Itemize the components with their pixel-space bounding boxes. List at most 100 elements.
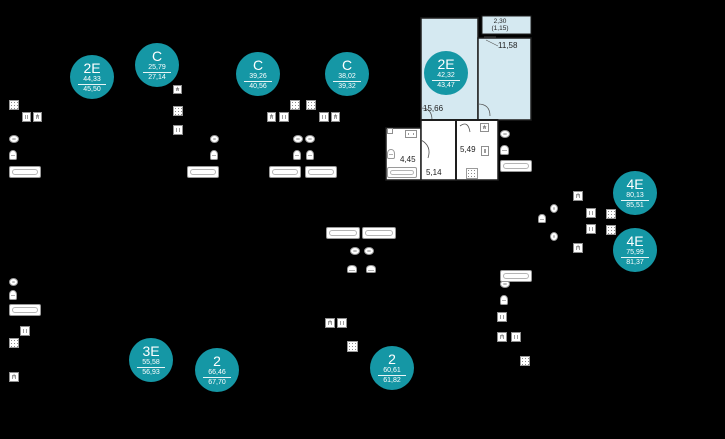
washer-icon	[279, 112, 289, 122]
apartment-type: C	[341, 57, 353, 73]
apartment-badge[interactable]: C 39,26 40,56	[236, 52, 280, 96]
toilet-icon	[538, 214, 546, 223]
sink-icon	[364, 247, 374, 255]
toilet-icon	[9, 290, 17, 300]
area-divider	[244, 81, 272, 82]
area-total: 60,61	[383, 367, 401, 374]
sink-icon	[305, 135, 315, 143]
apartment-badge[interactable]: 3E 55,58 56,93	[129, 338, 173, 382]
area-total: 38,02	[338, 73, 356, 80]
area-total: 55,58	[142, 359, 160, 366]
area-total: 42,32	[437, 72, 455, 79]
apartment-badge[interactable]: 2 66,46 67,70	[195, 348, 239, 392]
bedroom-pointer	[485, 39, 499, 47]
area-full: 43,47	[437, 82, 455, 89]
area-full: 61,82	[383, 377, 401, 384]
bath-area-label: 4,45	[400, 155, 416, 164]
toilet-icon	[366, 265, 376, 273]
area-full: 56,93	[142, 369, 160, 376]
area-divider	[378, 375, 406, 376]
door-swing	[459, 123, 471, 133]
shower-icon	[9, 100, 19, 110]
balcony-area-reduced: (1,15)	[491, 25, 509, 32]
shower-icon	[606, 209, 616, 219]
apartment-badge[interactable]: 4E 80,13 85,51	[613, 171, 657, 215]
washer-icon	[497, 312, 507, 322]
washer-icon	[387, 128, 393, 134]
apartment-type: 2	[213, 353, 221, 369]
toilet-icon	[500, 145, 509, 155]
toilet-icon	[9, 150, 17, 160]
area-full: 45,50	[83, 86, 101, 93]
area-full: 85,51	[626, 202, 644, 209]
sink-icon	[293, 135, 303, 143]
apartment-badge[interactable]: 2E 44,33 45,50	[70, 55, 114, 99]
toilet-icon	[347, 265, 357, 273]
shower-icon	[9, 338, 19, 348]
bathtub-icon	[326, 227, 360, 239]
shower-icon	[290, 100, 300, 110]
washer-icon	[173, 125, 183, 135]
area-full: 27,14	[148, 74, 166, 81]
bathtub-icon	[9, 304, 41, 316]
cabinet-icon	[405, 130, 417, 138]
washer-icon	[22, 112, 31, 122]
area-divider	[137, 367, 165, 368]
area-full: 39,32	[338, 83, 356, 90]
apartment-type: C	[252, 57, 264, 73]
washer-icon	[337, 318, 347, 328]
apartment-badge[interactable]: C 25,79 27,14	[135, 43, 179, 87]
apartment-badge[interactable]: 2 60,61 61,82	[370, 346, 414, 390]
toilet-icon	[387, 149, 395, 159]
bathtub-icon	[9, 166, 41, 178]
apartment-type: 2E	[83, 60, 101, 76]
sink-icon	[210, 135, 219, 143]
shower-icon	[347, 341, 358, 352]
bathtub-icon	[305, 166, 337, 178]
area-total: 39,26	[249, 73, 267, 80]
apartment-type: 4E	[626, 233, 644, 249]
bedroom-area-label: 11,58	[498, 41, 518, 50]
area-divider	[621, 200, 649, 201]
area-total: 66,46	[208, 369, 226, 376]
washer-icon	[511, 332, 521, 342]
living-area-label: 15,66	[423, 104, 444, 113]
shower-icon	[520, 356, 530, 366]
apartment-badge-selected[interactable]: 2E 42,32 43,47	[424, 51, 468, 95]
washer-icon	[586, 224, 596, 234]
apartment-badge[interactable]: C 38,02 39,32	[325, 52, 369, 96]
washer-icon	[586, 208, 596, 218]
shower-icon	[173, 106, 183, 116]
outlet-icon: +	[480, 123, 489, 132]
apartment-type: 2	[388, 351, 396, 367]
apartment-type: C	[151, 48, 163, 64]
outlet-icon: +	[497, 332, 507, 342]
toilet-icon	[306, 150, 314, 160]
shower-icon	[466, 168, 478, 179]
outlet-icon: +	[573, 243, 583, 253]
room-bedroom	[477, 37, 532, 121]
bathtub-icon	[387, 167, 417, 178]
outlet-icon: +	[33, 112, 42, 122]
outlet-icon: +	[331, 112, 340, 122]
bathtub-icon	[362, 227, 396, 239]
door-swing	[420, 107, 433, 121]
area-divider	[203, 377, 231, 378]
sink-icon	[9, 278, 18, 286]
outlet-icon: +	[173, 85, 182, 94]
area-divider	[143, 72, 171, 73]
balcony-area-label: 2,30 (1,15)	[488, 18, 512, 32]
outlet-icon: +	[9, 372, 19, 382]
wc-area-label: 5,49	[460, 145, 476, 154]
sink-icon	[550, 204, 558, 213]
sink-cabinet-icon	[481, 146, 489, 156]
outlet-icon: +	[267, 112, 276, 122]
sink-icon	[350, 247, 360, 255]
area-full: 67,70	[208, 379, 226, 386]
sink-icon	[500, 130, 510, 138]
apartment-type: 3E	[142, 343, 160, 359]
bathtub-icon	[500, 160, 532, 172]
apartment-badge[interactable]: 4E 75,99 81,37	[613, 228, 657, 272]
area-total: 75,99	[626, 249, 644, 256]
